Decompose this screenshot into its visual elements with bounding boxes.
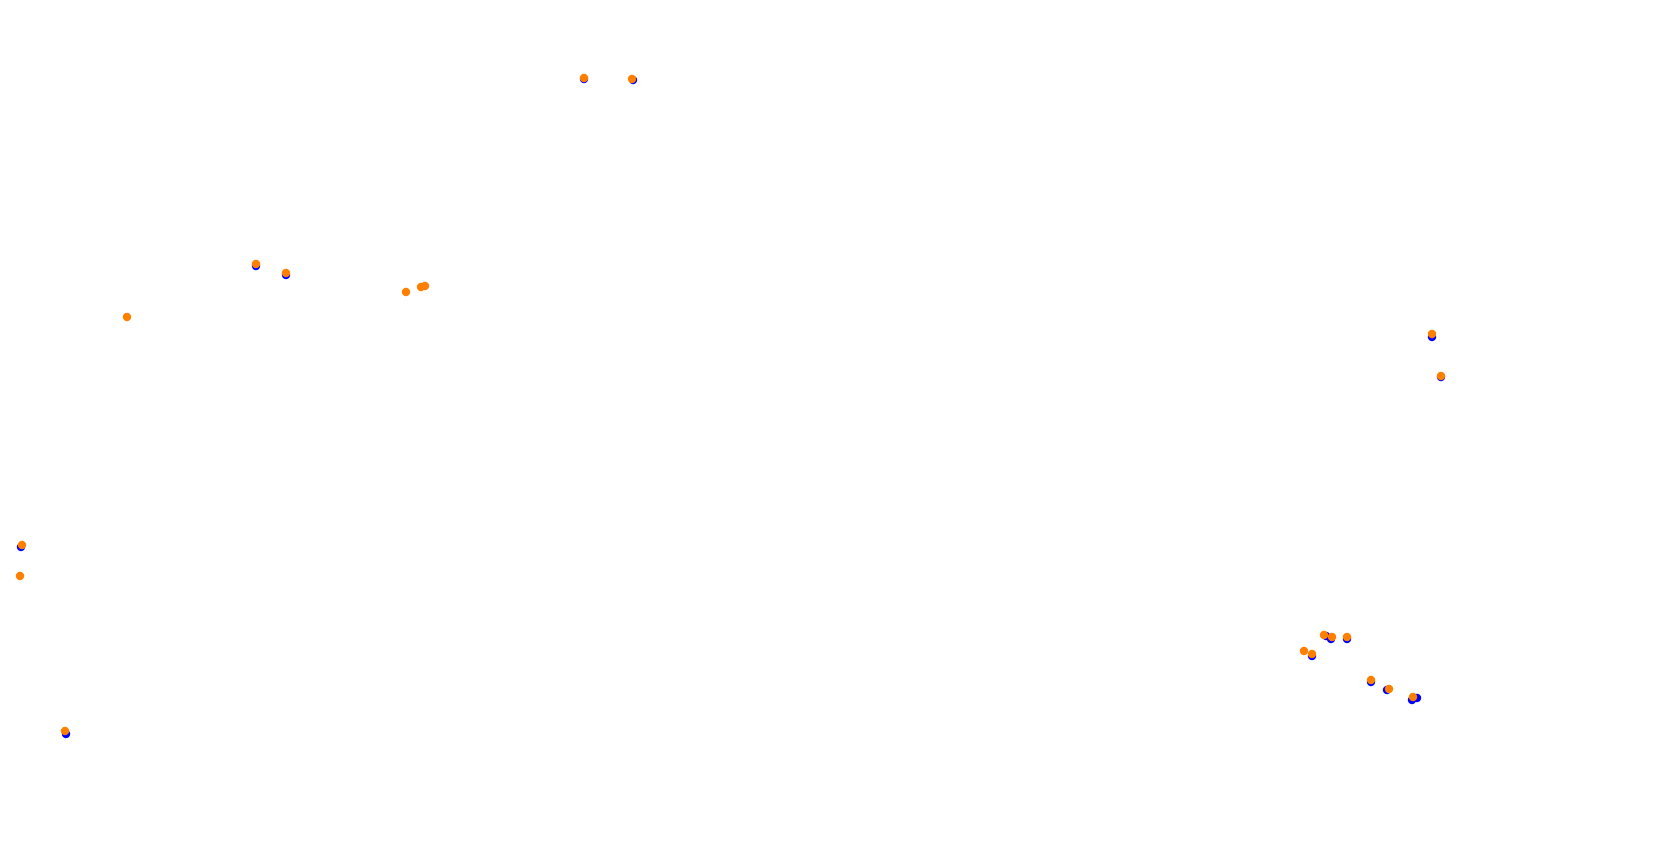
series-1-point-4: [251, 259, 261, 269]
series-1-point-19: [1384, 684, 1394, 694]
series-1-point-1: [15, 571, 25, 581]
series-1-point-11: [1427, 329, 1437, 339]
series-1-point-2: [60, 726, 70, 736]
series-1-point-6: [401, 287, 411, 297]
series-1-point-13: [1299, 646, 1309, 656]
series-1-point-18: [1366, 675, 1376, 685]
series-1-point-20: [1408, 692, 1418, 702]
series-1-point-15: [1319, 630, 1329, 640]
series-1-point-5: [281, 268, 291, 278]
series-1-point-17: [1342, 632, 1352, 642]
series-1: [15, 73, 1446, 736]
series-layer: [15, 73, 1446, 739]
series-1-point-10: [627, 74, 637, 84]
series-1-point-12: [1436, 371, 1446, 381]
series-1-point-9: [579, 73, 589, 83]
series-1-point-8: [420, 281, 430, 291]
series-1-point-14: [1307, 649, 1317, 659]
series-1-point-0: [17, 540, 27, 550]
series-1-point-16: [1327, 632, 1337, 642]
series-1-point-3: [122, 312, 132, 322]
